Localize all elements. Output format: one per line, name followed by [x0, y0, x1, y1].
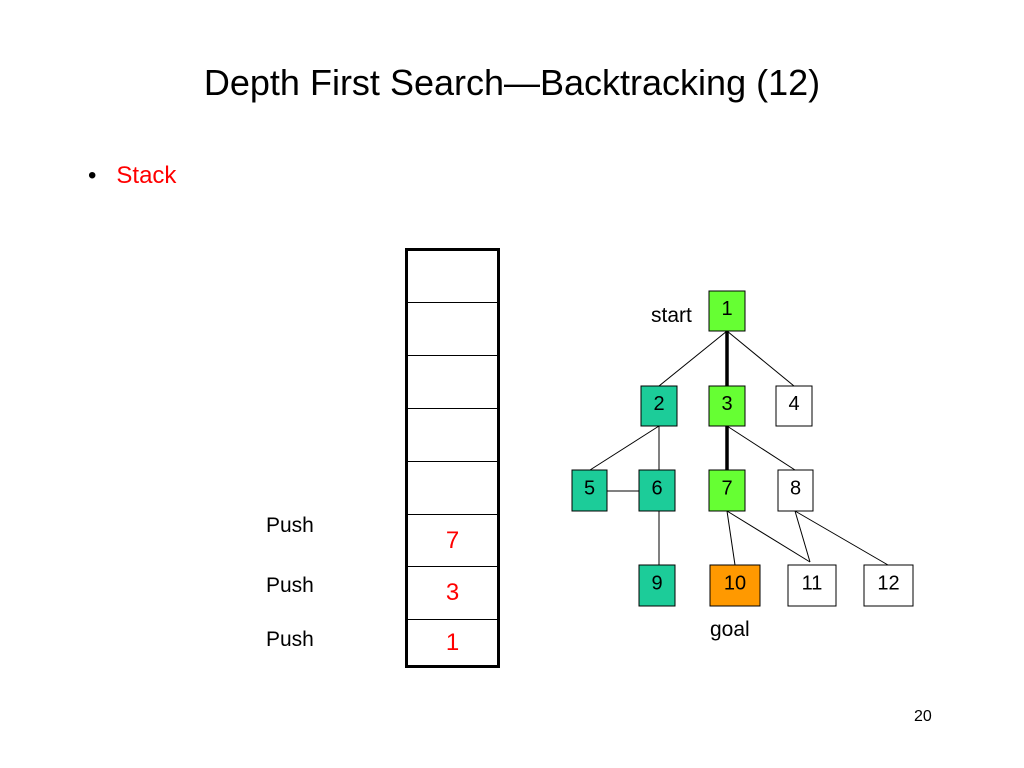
tree-node-10: 10 — [709, 564, 761, 607]
tree-node-label: 11 — [802, 573, 823, 595]
tree-node-label: 5 — [584, 478, 595, 500]
tree-node-box — [638, 469, 676, 512]
stack-diagram: 7 3 1 — [405, 248, 500, 668]
tree-node-5: 5 — [571, 469, 608, 512]
tree-node-label: 6 — [651, 478, 662, 500]
slide-title: Depth First Search—Backtracking (12) — [203, 62, 821, 103]
stack-cell-bottom: 1 — [445, 629, 460, 656]
push-label: Push — [266, 574, 314, 597]
bullet-label: Stack — [116, 162, 177, 189]
tree-edge-3-8 — [726, 425, 796, 471]
tree-node-box — [640, 385, 678, 427]
bullet-stack: • Stack — [88, 162, 176, 190]
tree-node-label: 8 — [790, 478, 801, 500]
tree-edge-8-11 — [794, 510, 811, 563]
stack-cell — [408, 462, 497, 515]
tree-node-box — [787, 564, 837, 607]
tree-node-6: 6 — [638, 469, 676, 512]
stack-cell-top: 7 — [408, 515, 497, 567]
tree-node-box — [571, 469, 608, 512]
stack-cell — [408, 409, 497, 462]
tree-edge-2-5 — [589, 425, 660, 471]
tree-node-label: 10 — [724, 573, 746, 595]
start-label: start — [651, 304, 692, 327]
tree-edges — [589, 330, 889, 566]
tree-node-label: 9 — [651, 573, 662, 595]
tree-node-box — [709, 564, 761, 607]
tree-node-11: 11 — [787, 564, 837, 607]
tree-node-7: 7 — [708, 469, 746, 512]
push-label: Push — [266, 628, 314, 651]
tree-node-2: 2 — [640, 385, 678, 427]
tree-node-1: 1 — [708, 290, 746, 332]
push-label: Push — [266, 514, 314, 537]
stack-cell — [408, 303, 497, 356]
tree-node-label: 3 — [721, 393, 732, 415]
tree-node-3: 3 — [708, 385, 746, 427]
bullet-icon: • — [88, 162, 97, 189]
tree-node-12: 12 — [863, 564, 914, 607]
tree-node-box — [708, 469, 746, 512]
tree-node-label: 12 — [877, 573, 899, 595]
goal-label: goal — [710, 618, 750, 641]
stack-cell — [408, 251, 497, 303]
stack-cell — [408, 356, 497, 409]
tree-node-label: 1 — [721, 298, 732, 320]
tree-edge-8-12 — [794, 510, 889, 566]
tree-node-8: 8 — [777, 469, 814, 512]
tree-node-9: 9 — [638, 564, 676, 607]
tree-node-label: 7 — [721, 478, 732, 500]
tree-node-box — [863, 564, 914, 607]
tree-edge-7-10 — [726, 510, 736, 566]
tree-node-box — [775, 385, 813, 427]
tree-node-label: 4 — [788, 393, 799, 415]
stack-cell: 3 — [408, 567, 497, 620]
tree-node-box — [777, 469, 814, 512]
tree-node-box — [708, 385, 746, 427]
page-number: 20 — [914, 708, 932, 725]
tree-node-4: 4 — [775, 385, 813, 427]
tree-edge-1-4 — [726, 330, 795, 387]
tree-node-box — [638, 564, 676, 607]
tree-node-box — [708, 290, 746, 332]
tree-node-label: 2 — [653, 393, 664, 415]
tree-edge-1-2 — [658, 330, 728, 387]
tree-edge-7-11 — [726, 510, 811, 563]
